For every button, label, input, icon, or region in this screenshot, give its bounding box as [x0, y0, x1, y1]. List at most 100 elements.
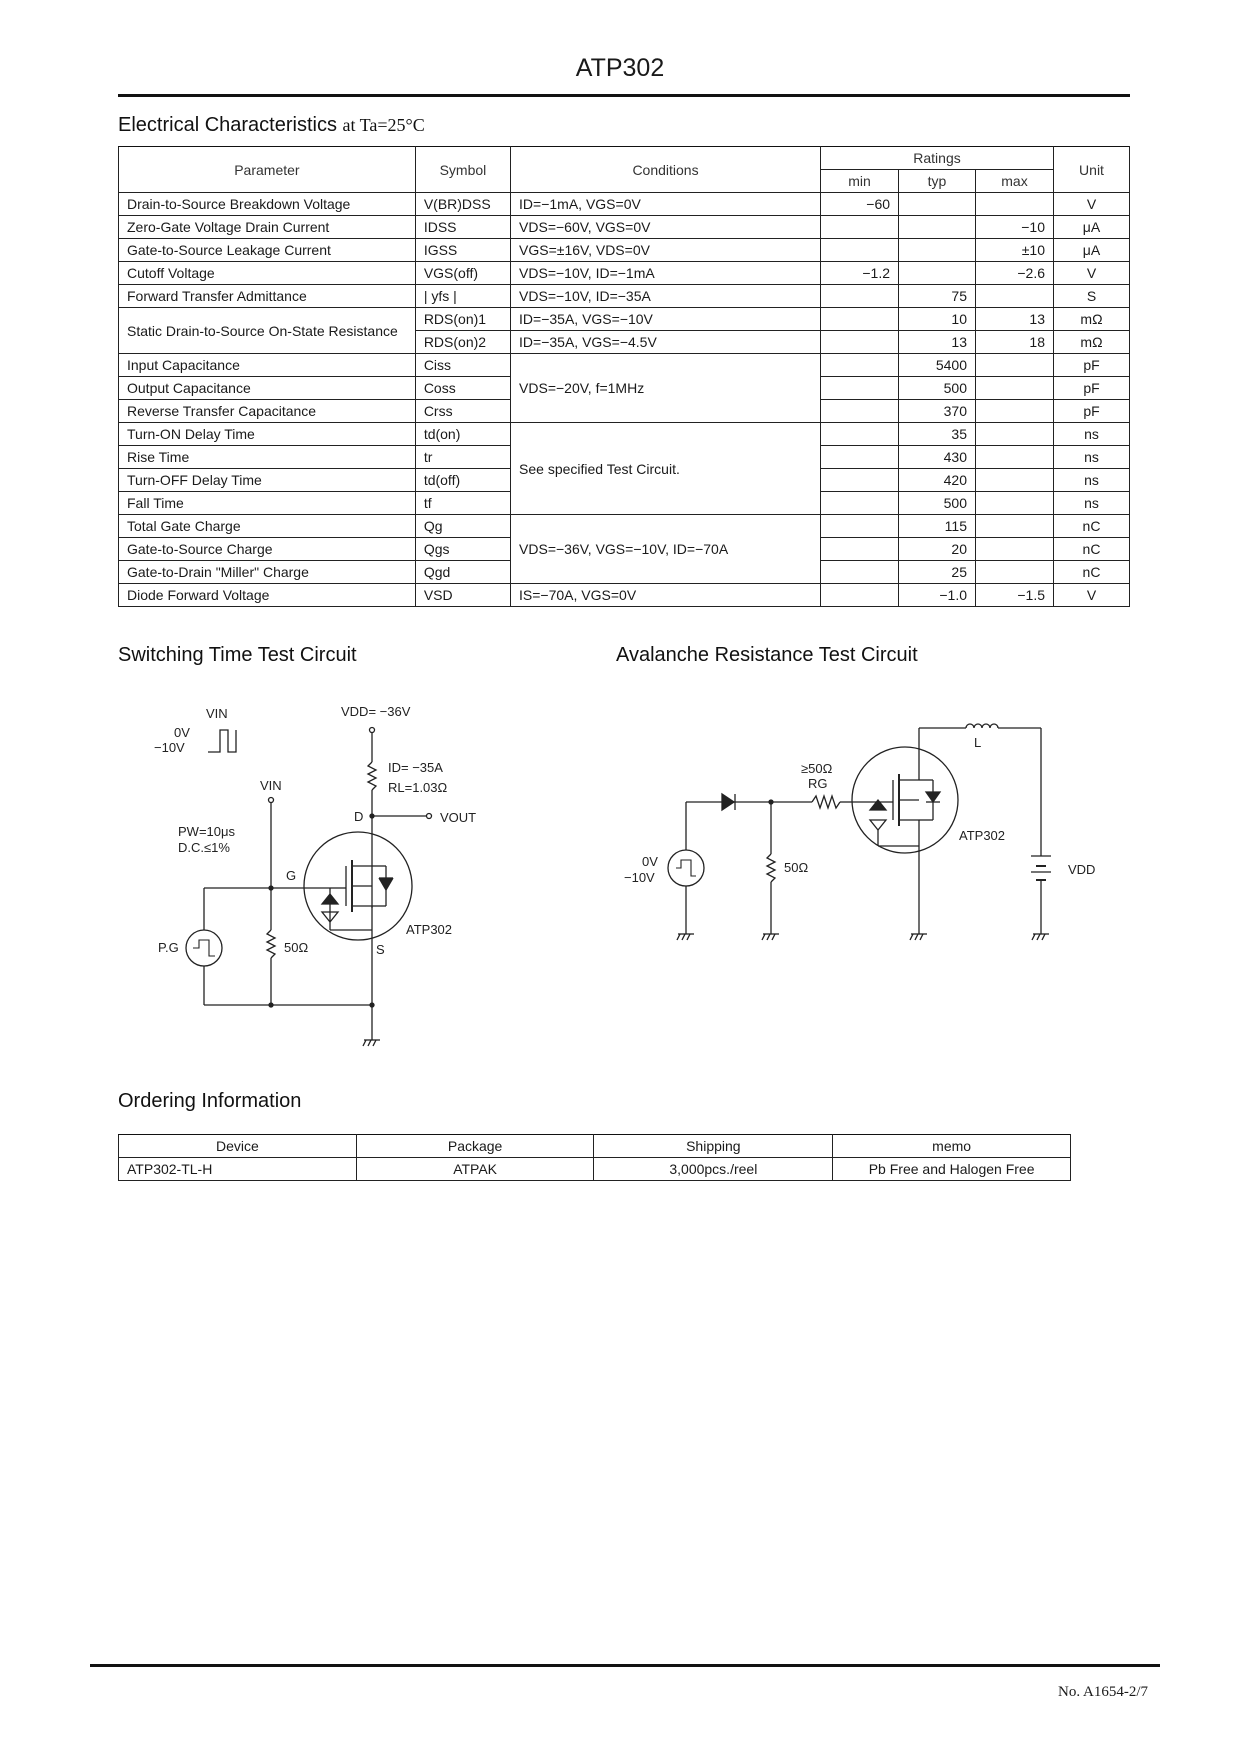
- cell-symbol: IDSS: [414, 215, 512, 239]
- avalanche-pulse-high: 0V: [642, 854, 658, 869]
- cell-symbol: VSD: [414, 583, 512, 607]
- pulse-width-label: PW=10μs: [178, 824, 235, 839]
- vdd-terminal: [368, 726, 376, 734]
- cell-parameter: Reverse Transfer Capacitance: [118, 399, 416, 423]
- ground-symbols: [676, 933, 1049, 941]
- cell-typ: [898, 261, 976, 285]
- cell-typ: 75: [898, 284, 976, 308]
- ordering-information-table: Device Package Shipping memo ATP302-TL-H…: [118, 1134, 1071, 1181]
- cell-unit: μA: [1053, 238, 1130, 262]
- cell-max: [975, 560, 1054, 584]
- drain-current-label: ID= −35A: [388, 760, 443, 775]
- cell-parameter: Output Capacitance: [118, 376, 416, 400]
- gate-resistor-50ohm: [265, 929, 277, 959]
- pulse-high-label: 0V: [174, 725, 190, 740]
- cell-typ: 20: [898, 537, 976, 561]
- vin-terminal: [267, 796, 275, 804]
- vout-label: VOUT: [440, 810, 476, 825]
- mosfet-device-label: ATP302: [406, 922, 452, 937]
- cell-min: [820, 445, 900, 469]
- ordering-header-shipping: Shipping: [593, 1134, 834, 1158]
- cell-conditions: VDS=−10V, ID=−35A: [510, 284, 822, 308]
- cell-memo: Pb Free and Halogen Free: [832, 1157, 1071, 1181]
- cell-symbol: td(on): [414, 422, 512, 446]
- cell-max: 13: [975, 307, 1054, 331]
- header-conditions: Conditions: [510, 146, 822, 193]
- drain-label: D: [354, 809, 363, 824]
- electrical-characteristics-table: Parameter Symbol Conditions Ratings Unit…: [118, 146, 1130, 607]
- cell-symbol: RDS(on)1: [414, 307, 512, 331]
- gate-resistor-rg: [811, 793, 841, 811]
- gate-label: G: [286, 868, 296, 883]
- cell-max: −2.6: [975, 261, 1054, 285]
- table-header-row: Parameter Symbol Conditions Ratings Unit: [118, 146, 1130, 193]
- avalanche-mosfet-symbol: [851, 746, 959, 854]
- avalanche-pulse-low: −10V: [624, 870, 655, 885]
- cell-typ: 35: [898, 422, 976, 446]
- vout-terminal: [425, 812, 433, 820]
- input-pulse-waveform: [208, 729, 237, 753]
- inductor-symbol: [965, 723, 999, 729]
- cell-min: [820, 583, 900, 607]
- cell-parameter: Total Gate Charge: [118, 514, 416, 538]
- cell-conditions: ID=−35A, VGS=−10V: [510, 307, 822, 331]
- cell-max: [975, 353, 1054, 377]
- cell-typ: [898, 192, 976, 216]
- cell-parameter: Static Drain-to-Source On-State Resistan…: [118, 307, 416, 354]
- ordering-header-device: Device: [118, 1134, 357, 1158]
- cell-typ: −1.0: [898, 583, 976, 607]
- cell-device: ATP302-TL-H: [118, 1157, 357, 1181]
- page-number: No. A1654-2/7: [1058, 1684, 1148, 1700]
- diode-symbol: [721, 792, 736, 812]
- ordering-header-package: Package: [355, 1134, 595, 1158]
- header-parameter: Parameter: [118, 146, 416, 193]
- table-row: Forward Transfer Admittance| yfs |VDS=−1…: [118, 284, 1130, 308]
- table-subheader-row: min typ max: [119, 169, 1130, 193]
- cell-parameter: Forward Transfer Admittance: [118, 284, 416, 308]
- cell-conditions: ID=−1mA, VGS=0V: [510, 192, 822, 216]
- cell-conditions: VDS=−36V, VGS=−10V, ID=−70A: [510, 514, 822, 584]
- cell-conditions: IS=−70A, VGS=0V: [510, 583, 822, 607]
- cell-symbol: V(BR)DSS: [414, 192, 512, 216]
- cell-min: −1.2: [820, 261, 900, 285]
- avalanche-circuit-heading: Avalanche Resistance Test Circuit: [616, 644, 918, 666]
- cell-typ: 430: [898, 445, 976, 469]
- header-min: min: [820, 169, 900, 193]
- ordering-header-memo: memo: [832, 1134, 1071, 1158]
- avalanche-device-label: ATP302: [959, 828, 1005, 843]
- shunt-resistor-label: 50Ω: [784, 860, 808, 875]
- header-ratings: Ratings: [820, 146, 1054, 170]
- cell-unit: pF: [1053, 376, 1130, 400]
- mosfet-symbol: [303, 831, 413, 941]
- duty-cycle-label: D.C.≤1%: [178, 840, 230, 855]
- cell-conditions: ID=−35A, VGS=−4.5V: [510, 330, 822, 354]
- cell-unit: ns: [1053, 422, 1130, 446]
- ordering-information-heading: Ordering Information: [118, 1090, 302, 1112]
- cell-unit: μA: [1053, 215, 1130, 239]
- cell-min: [820, 422, 900, 446]
- cell-typ: 370: [898, 399, 976, 423]
- electrical-characteristics-heading: Electrical Characteristics at Ta=25°C: [118, 114, 425, 137]
- cell-shipping: 3,000pcs./reel: [593, 1157, 834, 1181]
- cell-min: [820, 330, 900, 354]
- switching-circuit-heading: Switching Time Test Circuit: [118, 644, 357, 666]
- pulse-generator-label: P.G: [158, 940, 179, 955]
- cell-symbol: td(off): [414, 468, 512, 492]
- shunt-resistor-50ohm: [765, 853, 777, 883]
- cell-package: ATPAK: [355, 1157, 595, 1181]
- cell-typ: 420: [898, 468, 976, 492]
- cell-parameter: Drain-to-Source Breakdown Voltage: [118, 192, 416, 216]
- cell-unit: mΩ: [1053, 330, 1130, 354]
- gate-resistor-label: 50Ω: [284, 940, 308, 955]
- cell-max: 18: [975, 330, 1054, 354]
- cell-unit: pF: [1053, 353, 1130, 377]
- cell-max: −1.5: [975, 583, 1054, 607]
- avalanche-vdd-label: VDD: [1068, 862, 1095, 877]
- footer-rule: [90, 1664, 1160, 1667]
- header-rule: [118, 94, 1130, 97]
